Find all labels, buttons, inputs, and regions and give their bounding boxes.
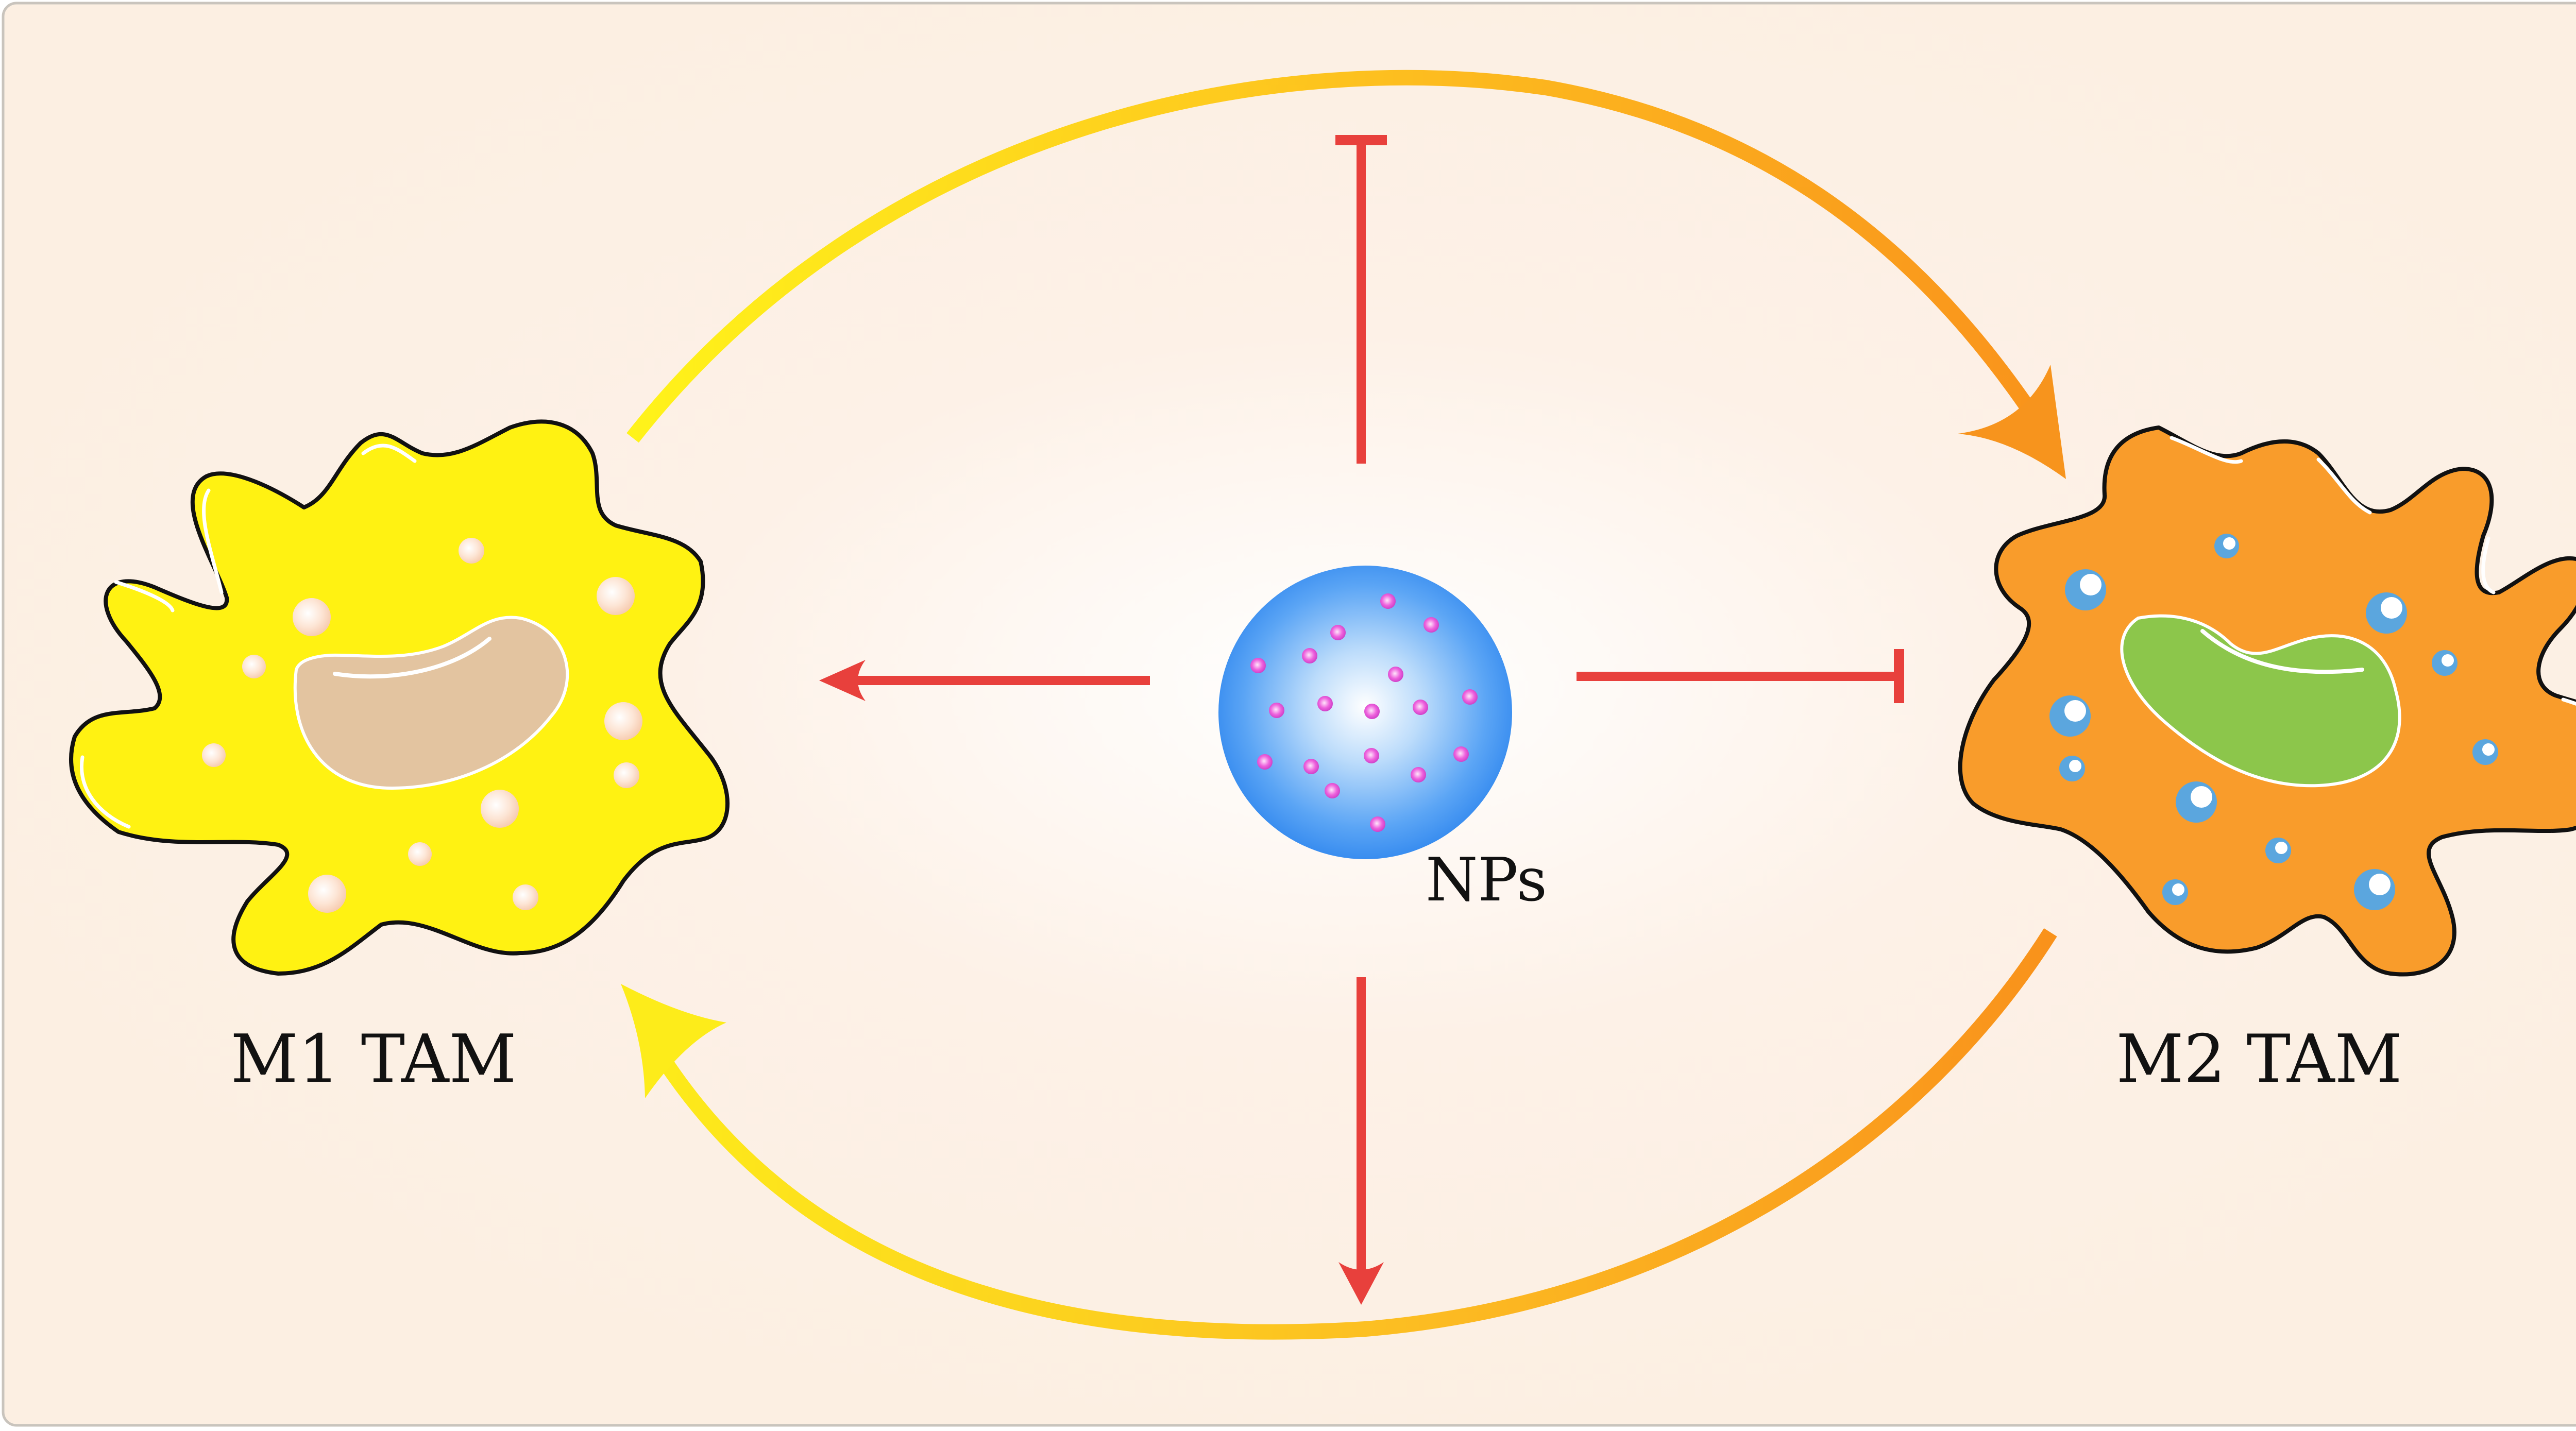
m2-nucleus-highlight: [2200, 629, 2364, 674]
m1-label: M1 TAM: [230, 1021, 516, 1098]
m2-vesicles: [2049, 534, 2498, 910]
arrow-m1-to-m2: [626, 70, 2034, 443]
arrowhead-m2: [1958, 365, 2066, 479]
m1-vesicles: [202, 538, 642, 913]
arrow-m2-to-m1: [658, 928, 2057, 1340]
m2-membrane-highlight-3: [2481, 536, 2496, 594]
m1-membrane-highlight: [202, 488, 224, 594]
nanoparticle-dots: [1250, 593, 1478, 832]
m1-nucleus-highlight: [333, 637, 492, 679]
m2-membrane-highlight: [2170, 436, 2243, 464]
m2-label: M2 TAM: [2116, 1021, 2402, 1098]
m1-membrane-highlight-3: [80, 755, 131, 829]
red-arrow-group: [819, 135, 1904, 1305]
m2-macrophage: [1958, 425, 2576, 977]
nps-label: NPs: [1426, 845, 1547, 915]
m1-macrophage: [69, 419, 730, 976]
m2-membrane-highlight-4: [2561, 697, 2576, 706]
arrowhead-left: [819, 660, 866, 701]
arrowhead-m1: [621, 984, 726, 1098]
m1-nucleus: [293, 616, 569, 790]
arrowhead-bottom: [1338, 1262, 1384, 1305]
m1-membrane-highlight-2: [361, 444, 417, 463]
nanoparticle: [1218, 566, 1512, 859]
m1-membrane-highlight-4: [114, 580, 175, 612]
m2-membrane-highlight-2: [2316, 457, 2372, 515]
m2-nucleus: [2120, 614, 2401, 788]
